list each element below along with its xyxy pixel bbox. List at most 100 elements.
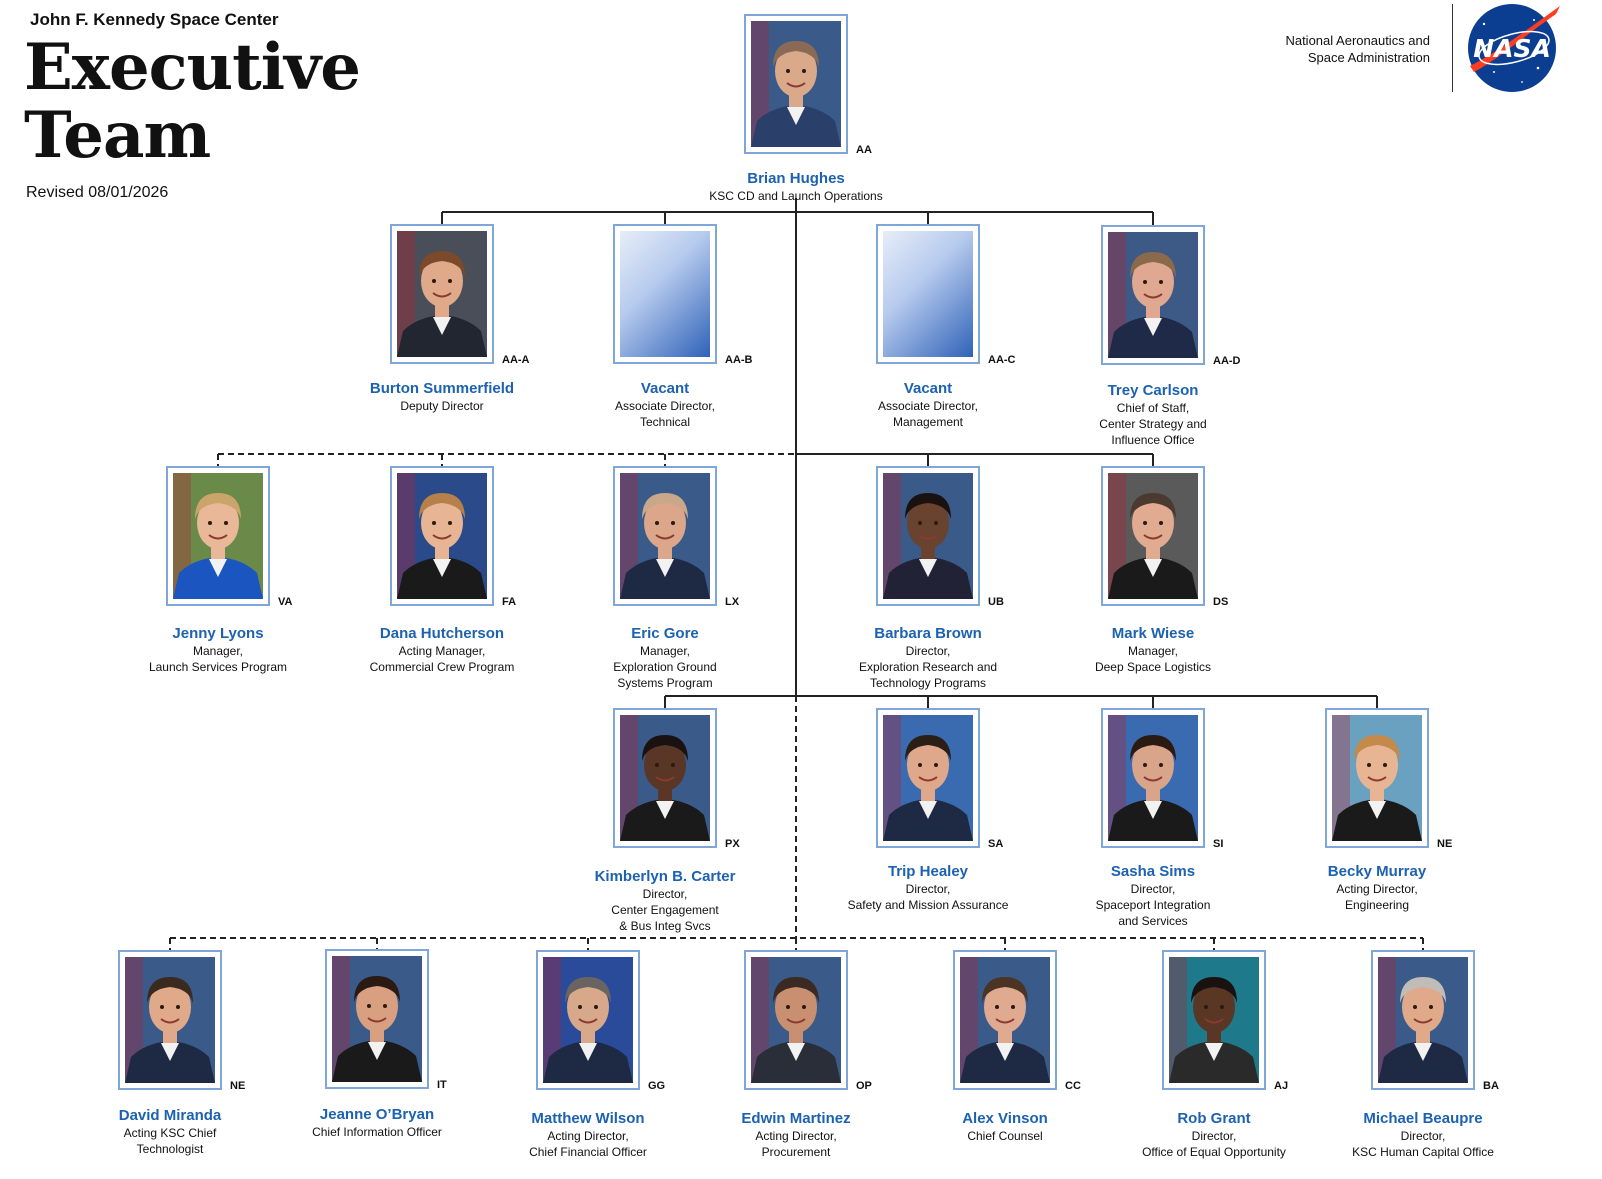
portrait-photo [543,957,633,1083]
person-name: Edwin Martinez [741,1110,851,1127]
photo-frame [613,466,717,606]
org-code: AA-B [725,354,753,366]
page-title: Executive Team [24,30,361,173]
person-role: Acting Director, Engineering [1336,882,1418,912]
person-name: Jeanne O’Bryan [319,1106,435,1123]
person-name: Trip Healey [887,863,969,880]
person-name: Rob Grant [1177,1110,1251,1127]
person-name: Trey Carlson [1107,382,1199,399]
photo-frame [1371,950,1475,1090]
org-code: AA-D [1213,355,1241,367]
org-code: OP [856,1080,872,1092]
org-code: PX [725,838,740,850]
photo-frame [118,950,222,1090]
org-code: AA [856,144,872,156]
photo-frame [1101,466,1205,606]
logo-text: NASA [1473,34,1551,63]
portrait-photo [1332,715,1422,841]
logo-vector [1470,6,1560,72]
portrait-photo [960,957,1050,1083]
portrait-photo [751,21,841,147]
portrait-photo [1378,957,1468,1083]
person-role: Deputy Director [400,399,484,413]
org-code: FA [502,596,517,608]
person-name: Dana Hutcherson [379,625,505,642]
person-name: Eric Gore [631,625,699,642]
person-role: Chief Counsel [967,1129,1043,1143]
org-code: LX [725,596,740,608]
photo-frame [390,224,494,364]
portrait-photo [397,231,487,357]
org-code: UB [988,596,1004,608]
person-name: Burton Summerfield [369,380,515,397]
photo-frame [390,466,494,606]
portrait-photo [1108,715,1198,841]
page-title-text: Executive Team [24,30,361,173]
person-name: Kimberlyn B. Carter [594,868,736,885]
person-role: KSC CD and Launch Operations [709,189,883,203]
vacant-placeholder [883,231,973,357]
person-role: Chief Information Officer [312,1125,442,1139]
portrait-photo [173,473,263,599]
portrait-photo [1108,473,1198,599]
person-role: Associate Director, Management [877,399,979,429]
person-role: Acting KSC Chief Technologist [123,1126,217,1156]
photo-frame [613,708,717,848]
org-code: BA [1483,1080,1499,1092]
org-code: IT [437,1079,447,1091]
person-name: Matthew Wilson [531,1110,645,1127]
portrait-photo [1169,957,1259,1083]
person-role: Manager, Deep Space Logistics [1094,644,1212,674]
org-code: NE [230,1080,246,1092]
portrait-photo [883,473,973,599]
person-role: Chief of Staff, Center Strategy and Infl… [1099,401,1207,447]
person-name: Vacant [903,380,953,397]
person-role: Acting Director, Chief Financial Officer [529,1129,647,1159]
portrait-photo [397,473,487,599]
person-name: Barbara Brown [874,625,982,642]
person-name: Mark Wiese [1111,625,1195,642]
org-code: VA [278,596,293,608]
agency-name: National Aeronautics and Space Administr… [1285,33,1430,65]
person-name: Sasha Sims [1110,863,1196,880]
org-code: SA [988,838,1004,850]
org-code: AA-A [502,354,530,366]
org-code: AJ [1274,1080,1289,1092]
photo-frame [1101,225,1205,365]
photo-frame [744,950,848,1090]
person-name: Jenny Lyons [172,625,264,642]
org-code: SI [1213,838,1224,850]
photo-frame [1325,708,1429,848]
person-name: Brian Hughes [747,170,845,187]
photo-frame [325,949,429,1089]
photo-frame [744,14,848,154]
person-role: Director, KSC Human Capital Office [1352,1129,1494,1159]
person-name: Michael Beaupre [1363,1110,1483,1127]
person-role: Associate Director, Technical [614,399,716,429]
person-name: Becky Murray [1327,863,1427,880]
center-name: John F. Kennedy Space Center [30,10,279,29]
person-role: Acting Director, Procurement [755,1129,837,1159]
person-role: Director, Exploration Research and Techn… [858,644,998,690]
org-code: AA-C [988,354,1016,366]
person-role: Manager, Launch Services Program [148,644,288,674]
person-name: Alex Vinson [962,1110,1048,1127]
portrait-photo [620,715,710,841]
org-code: NE [1437,838,1453,850]
person-role: Director, Center Engagement & Bus Integ … [611,887,719,933]
person-role: Director, Spaceport Integration and Serv… [1095,882,1211,928]
org-code: GG [648,1080,666,1092]
photo-frame [876,708,980,848]
photo-frame [536,950,640,1090]
photo-frame [613,224,717,364]
portrait-photo [125,957,215,1083]
org-code: DS [1213,596,1229,608]
nasa-logo: NASA [1464,2,1560,94]
portrait-photo [332,956,422,1082]
photo-frame [953,950,1057,1090]
portrait-photo [620,473,710,599]
person-role: Director, Safety and Mission Assurance [847,882,1009,912]
org-code: CC [1065,1080,1081,1092]
person-name: David Miranda [118,1107,222,1124]
